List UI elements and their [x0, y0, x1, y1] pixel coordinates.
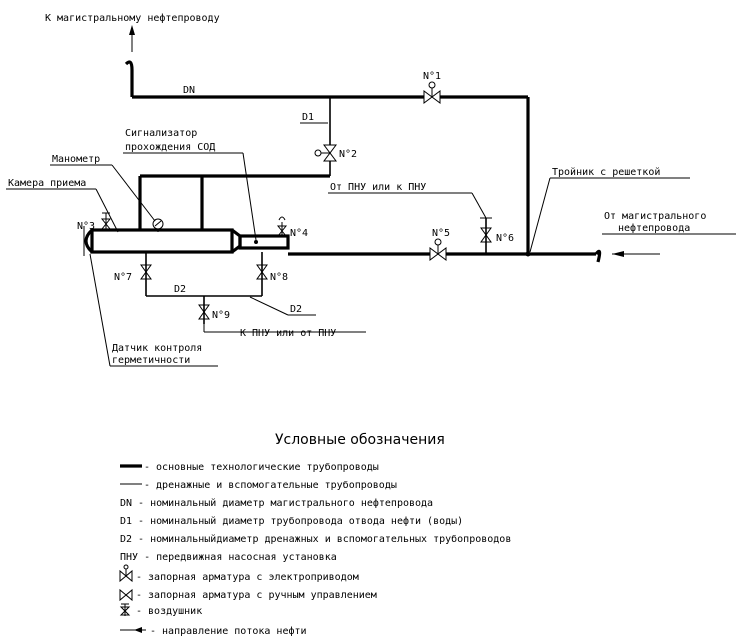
label-from-main-1: От магистрального — [604, 211, 706, 222]
label-to-main-pipeline: К магистральному нефтепроводу — [45, 12, 220, 24]
legend-manual-valve-icon — [119, 588, 133, 602]
signalizer-leader — [242, 152, 257, 241]
valve-2-electric-icon — [314, 144, 337, 162]
up-arrow-head — [129, 25, 135, 35]
legend-item-6: - запорная арматура с электроприводом — [136, 572, 359, 583]
d2-right-leader — [249, 296, 289, 316]
legend-item-9: - направление потока нефти — [150, 625, 307, 637]
legend-item-2: DN - номинальный диаметр магистрального … — [120, 497, 433, 509]
label-dn: DN — [183, 85, 195, 96]
from-pnu-leader — [471, 192, 487, 219]
label-valve-4: N°4 — [290, 228, 308, 239]
valve-3-air-vent-icon — [100, 212, 112, 230]
legend-title: Условные обозначения — [275, 432, 445, 448]
chamber-end-cap — [84, 228, 94, 254]
label-signalizer-2: прохождения СОД — [125, 142, 215, 153]
legend-item-1: - дренажные и вспомогательные трубопрово… — [144, 479, 397, 491]
tee-dot — [525, 251, 531, 257]
legend-item-5: ПНУ - передвижная насосная установка — [120, 552, 337, 563]
manometer-leader — [111, 164, 156, 222]
valve-9-manual-icon — [198, 304, 210, 320]
label-sensor-2: герметичности — [112, 355, 190, 366]
label-valve-8: N°8 — [270, 272, 288, 283]
pipe-main-break — [594, 249, 602, 263]
label-tee: Тройник с решеткой — [552, 166, 660, 178]
legend-item-4: D2 - номинальныйдиаметр дренажных и вспо… — [120, 533, 511, 545]
label-d2-left: D2 — [174, 284, 186, 295]
signalizer-dot — [254, 240, 258, 244]
label-d2-right: D2 — [290, 304, 302, 315]
valve-5-electric-icon — [429, 238, 447, 261]
label-d1: D1 — [302, 112, 314, 123]
legend-electric-valve-icon — [119, 564, 133, 583]
valve-8-manual-icon — [256, 264, 268, 280]
label-valve-9: N°9 — [212, 310, 230, 321]
label-valve-2: N°2 — [339, 149, 357, 160]
legend-item-8: - воздушник — [136, 606, 202, 617]
chamber-nozzle — [238, 234, 290, 250]
label-valve-3: N°3 — [77, 221, 95, 232]
flow-arrow-head — [612, 251, 624, 257]
chamber-leader — [95, 188, 119, 233]
label-manometer: Манометр — [52, 154, 100, 165]
label-valve-5: N°5 — [432, 228, 450, 239]
label-sensor-1: Датчик контроля — [112, 343, 202, 354]
label-valve-6: N°6 — [496, 233, 514, 244]
receiving-chamber — [90, 228, 234, 254]
label-valve-1: N°1 — [423, 71, 441, 82]
legend-item-3: D1 - номинальный диаметр трубопровода от… — [120, 515, 463, 527]
valve-1-electric-icon — [423, 81, 441, 104]
legend-flow-arrow-icon — [120, 627, 146, 633]
sensor-leader — [89, 253, 111, 367]
pipe-main-top-stub — [124, 60, 134, 97]
label-to-pnu: К ПНУ или от ПНУ — [240, 328, 336, 339]
label-chamber: Камера приема — [8, 178, 86, 189]
valve-7-manual-icon — [140, 264, 152, 280]
label-from-pnu: От ПНУ или к ПНУ — [330, 182, 426, 193]
legend-item-7: - запорная арматура с ручным управлением — [136, 590, 377, 601]
legend-item-0: - основные технологические трубопроводы — [144, 461, 379, 473]
label-from-main-2: нефтепровода — [618, 222, 690, 234]
label-valve-7: N°7 — [114, 272, 132, 283]
legend-air-vent-icon — [119, 603, 131, 616]
manometer-needle — [154, 220, 162, 227]
valve-4-air-vent-icon — [276, 216, 288, 237]
tee-leader — [529, 177, 551, 253]
valve-6-manual-icon — [480, 227, 492, 243]
label-signalizer-1: Сигнализатор — [125, 128, 197, 139]
